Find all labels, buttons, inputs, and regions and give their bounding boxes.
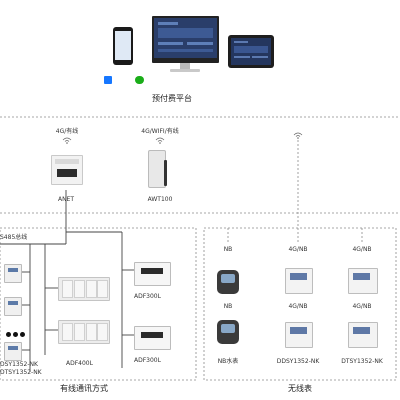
adf300-label-bottom: ADF300L	[134, 357, 161, 364]
adf300-label-top: ADF300L	[134, 293, 161, 300]
wifi-icon	[62, 137, 72, 144]
mid-tag-bottom: 4G/NB	[288, 303, 308, 310]
dtsy-meter	[348, 322, 378, 348]
wifi-icon	[155, 137, 165, 144]
more-devices-icon	[6, 322, 27, 341]
wireless-section-title: 无线表	[288, 384, 312, 393]
anet-signal-label: 4G/有线	[55, 128, 79, 135]
nb-tag-top: NB	[223, 246, 233, 253]
dtsy-label: DTSY1352-NK	[341, 358, 383, 365]
ddsy-label: DDSY1352-NK	[276, 358, 320, 365]
water-meter-label: NB水表	[217, 358, 239, 365]
adf300-meter	[134, 326, 171, 350]
anet-gateway	[51, 155, 83, 185]
single-phase-meter	[4, 297, 22, 316]
single-phase-meter	[4, 264, 22, 283]
dtsy-meter	[348, 268, 378, 294]
nb-water-meter	[217, 270, 239, 294]
bus-label: S485总线	[0, 234, 28, 241]
right-tag-bottom: 4G/NB	[352, 303, 372, 310]
awt-label: AWT100	[147, 196, 173, 203]
monitor-stand	[180, 63, 190, 70]
mid-tag-top: 4G/NB	[288, 246, 308, 253]
wired-meter-label-1: DSY1352-NK	[0, 361, 38, 368]
ddsy-meter	[285, 322, 313, 348]
tablet-icon	[228, 35, 274, 68]
monitor-icon	[152, 16, 219, 63]
single-phase-meter	[4, 342, 22, 361]
adf400-meter	[58, 320, 110, 344]
nb-water-meter	[217, 320, 239, 344]
wifi-icon	[293, 132, 303, 139]
ddsy-meter	[285, 268, 313, 294]
nb-tag-bottom: NB	[223, 303, 233, 310]
right-tag-top: 4G/NB	[352, 246, 372, 253]
adf400-meter	[58, 277, 110, 301]
anet-label: ANET	[57, 196, 75, 203]
platform-title: 预付费平台	[152, 94, 192, 103]
adf300-meter	[134, 262, 171, 286]
alipay-icon	[104, 76, 112, 84]
phone-icon	[113, 27, 133, 65]
monitor-base	[170, 69, 200, 72]
awt-signal-label: 4G/WIFI/有线	[141, 128, 179, 135]
wired-meter-label-2: DTSY1352-NK	[0, 369, 42, 376]
wechat-icon	[135, 76, 144, 84]
wired-section-title: 有线通讯方式	[60, 384, 108, 393]
antenna-icon	[164, 160, 167, 186]
adf400-label: ADF400L	[66, 360, 93, 367]
